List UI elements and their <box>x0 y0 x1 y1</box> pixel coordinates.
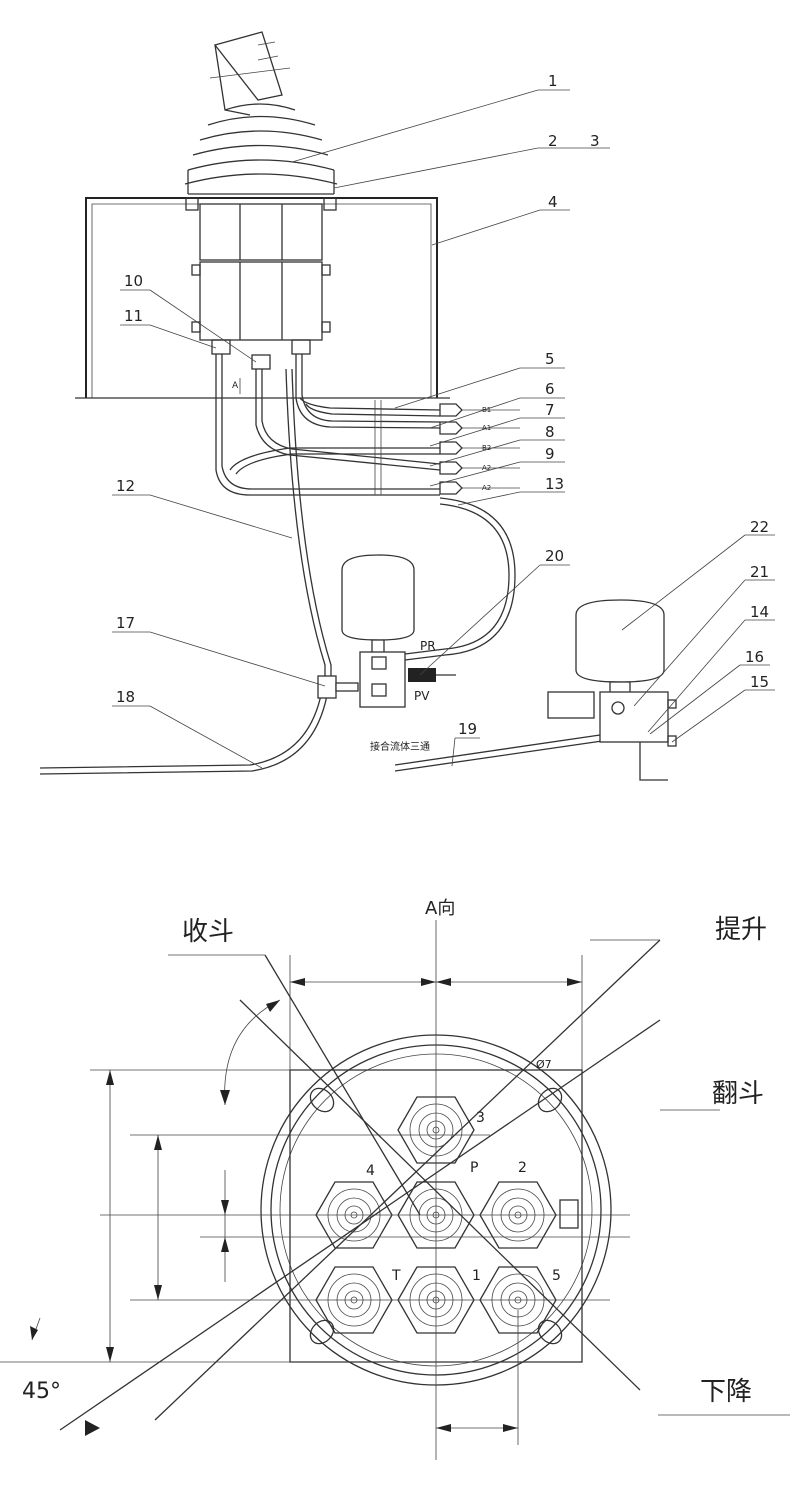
port-number-labels: 3 4 P 2 T 1 5 <box>366 1110 561 1284</box>
pipe-label-1: B1 <box>482 406 491 414</box>
port-2-label: 2 <box>518 1160 527 1176</box>
part-number-12: 12 <box>116 477 135 495</box>
part-numbers: 1 2 3 4 5 6 7 8 9 10 11 12 13 14 15 16 1… <box>116 72 769 738</box>
pilot-valve-body <box>185 197 337 370</box>
pipe-label-3: B2 <box>482 444 491 452</box>
view-arrow-a-label: A <box>232 381 239 391</box>
pilot-hoses <box>215 354 441 496</box>
accumulator-22 <box>547 599 677 781</box>
part-number-15: 15 <box>750 673 769 691</box>
part-number-20: 20 <box>545 547 564 565</box>
part-leaders <box>112 89 775 769</box>
note-19: 接合流体三通 <box>370 740 430 753</box>
part-number-1: 1 <box>548 72 558 90</box>
diagonals <box>59 939 661 1431</box>
view-a-label: A向 <box>425 898 455 919</box>
joystick-handle <box>209 31 291 116</box>
part-number-10: 10 <box>124 272 143 290</box>
label-dump-bucket: 翻斗 <box>712 1079 764 1109</box>
hose-fittings <box>439 403 520 495</box>
part-number-8: 8 <box>545 423 555 441</box>
part-number-16: 16 <box>745 648 764 666</box>
pipe-label-5: A2 <box>482 484 491 492</box>
part-number-21: 21 <box>750 563 769 581</box>
dimension-lines <box>30 978 582 1436</box>
port-1-label: 1 <box>472 1268 481 1284</box>
assembly-view: B1 A1 B2 A2 A2 A <box>39 31 775 781</box>
port-3-label: 3 <box>476 1110 485 1126</box>
angle-label: 45° <box>22 1379 61 1404</box>
rubber-bellows <box>184 103 338 195</box>
port-4-label: 4 <box>366 1163 375 1179</box>
part-number-19: 19 <box>458 720 477 738</box>
part-number-7: 7 <box>545 401 555 419</box>
part-number-6: 6 <box>545 380 555 398</box>
centre-lines <box>0 920 630 1460</box>
part-number-14: 14 <box>750 603 769 621</box>
part-number-13: 13 <box>545 475 564 493</box>
part-number-5: 5 <box>545 350 555 368</box>
part-number-4: 4 <box>548 193 558 211</box>
part-number-9: 9 <box>545 445 555 463</box>
pipe-label-4: A2 <box>482 464 491 472</box>
part-number-22: 22 <box>750 518 769 536</box>
label-lower: 下降 <box>700 1377 752 1407</box>
label-collect-bucket: 收斗 <box>182 917 234 947</box>
accumulator-block: PR PV <box>341 554 456 708</box>
part-number-3: 3 <box>590 132 600 150</box>
port-5-label: 5 <box>552 1268 561 1284</box>
part-number-11: 11 <box>124 307 143 325</box>
part-number-2: 2 <box>548 132 558 150</box>
part-number-18: 18 <box>116 688 135 706</box>
a-direction-view: A向 <box>0 898 790 1460</box>
diameter-label: Ø7 <box>536 1058 552 1071</box>
port-t-label: T <box>391 1268 401 1284</box>
part-number-17: 17 <box>116 614 135 632</box>
port-pv-label: PV <box>414 689 430 703</box>
port-p-label: P <box>470 1160 478 1176</box>
port-pr-label: PR <box>420 639 436 653</box>
label-lift: 提升 <box>715 915 767 945</box>
